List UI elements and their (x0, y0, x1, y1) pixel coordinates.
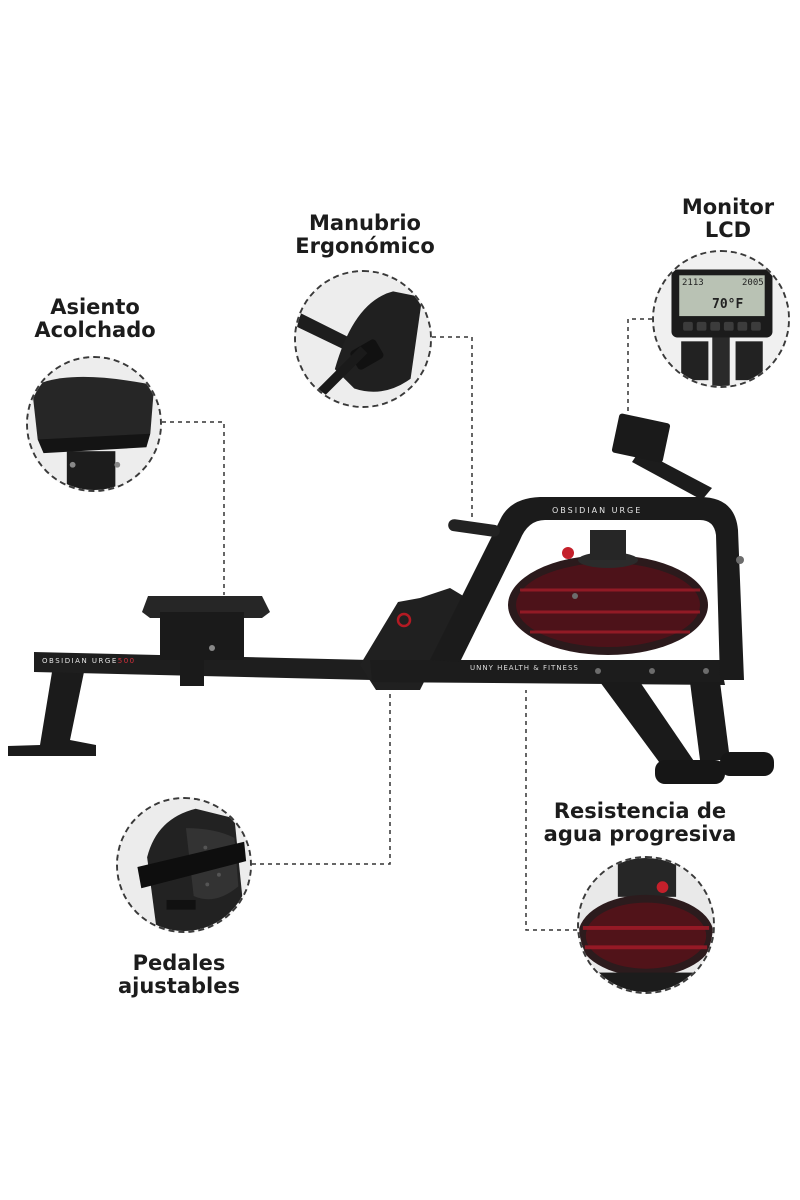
seat-carriage (160, 612, 244, 660)
adjustable-pedals-icon (118, 799, 250, 931)
lcd-readout-top-left: 2113 (682, 278, 704, 288)
resistance-bubble (577, 856, 715, 994)
seat-label-line-1: Asiento (50, 295, 140, 319)
maker-branding: UNNY HEALTH & FITNESS (470, 664, 579, 672)
pedals-connector (252, 690, 391, 865)
pedals-label-line-2: ajustables (117, 974, 240, 998)
resistance-connector (525, 690, 577, 931)
arch-frame (430, 497, 744, 680)
frame-brand: OBSIDIAN (552, 506, 608, 515)
rail-number: 500 (117, 657, 136, 665)
ergonomic-handlebar-icon (296, 272, 430, 406)
lcd-monitor-icon (654, 252, 788, 386)
handle-label-line-2: Ergonómico (295, 234, 435, 258)
handle-connector (432, 336, 473, 520)
frame-model: URGE (611, 506, 643, 515)
pedals-label: Pedales ajustables (104, 952, 254, 998)
handle-label-line-1: Manubrio (309, 211, 421, 235)
handle-bubble (294, 270, 432, 408)
frame-branding: OBSIDIAN URGE (552, 506, 642, 515)
handlebar (448, 519, 500, 537)
seat-label: Asiento Acolchado (30, 296, 160, 342)
frame-monitor (611, 413, 671, 463)
resistance-label-line-1: Resistencia de (553, 799, 727, 823)
resistance-label-line-2: agua progresiva (543, 822, 737, 846)
resistance-label: Resistencia de agua progresiva (540, 800, 740, 846)
seat-bubble (26, 356, 162, 492)
rear-foot (8, 672, 96, 756)
handle-label: Manubrio Ergonómico (290, 212, 440, 258)
water-tank-icon (579, 858, 713, 992)
monitor-bubble (652, 250, 790, 388)
lcd-temperature: 70°F (712, 297, 744, 312)
monitor-label-line-2: LCD (704, 218, 752, 242)
seat-connector (162, 421, 225, 595)
pedals-label-line-1: Pedales (132, 951, 226, 975)
monitor-connector (627, 318, 652, 420)
rail-model: URGE (91, 657, 118, 665)
monitor-label: Monitor LCD (668, 196, 788, 242)
lcd-readout-top-right: 2005 (742, 278, 764, 288)
seat-label-line-2: Acolchado (34, 318, 156, 342)
padded-seat-icon (28, 358, 160, 490)
monitor-label-line-1: Monitor (681, 195, 775, 219)
pedals-bubble (116, 797, 252, 933)
lower-frame (370, 660, 725, 685)
rail-brand: OBSIDIAN (42, 657, 89, 665)
rail-branding: OBSIDIAN URGE500 (42, 657, 136, 665)
